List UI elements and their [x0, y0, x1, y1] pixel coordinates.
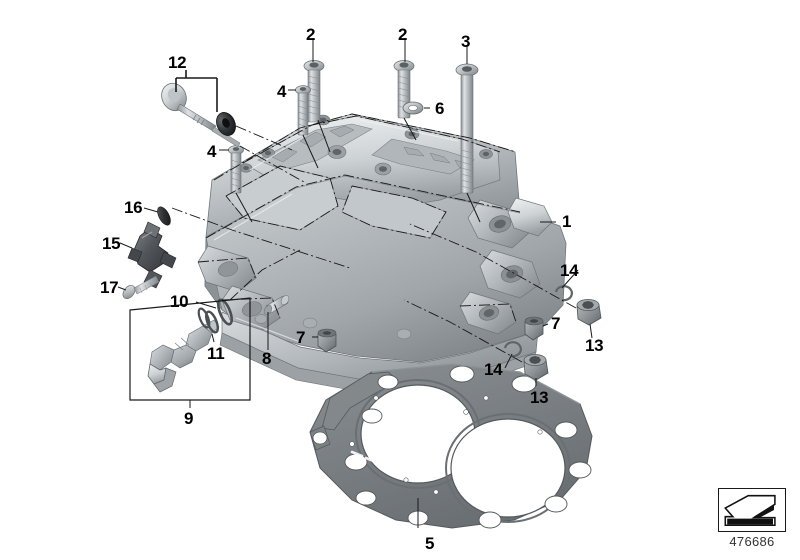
pulse-sensor-assembly	[122, 206, 177, 300]
callout-label-2a: 2	[306, 25, 316, 44]
callout-label-2b: 2	[398, 25, 408, 44]
leader-lines	[171, 113, 577, 363]
o-ring-11-second	[197, 307, 211, 329]
callout-label-9: 9	[184, 409, 194, 428]
screw-plug-13a	[576, 299, 602, 326]
o-ring-11	[205, 310, 219, 334]
callout-label-7b: 7	[551, 314, 561, 333]
callout-label-3: 3	[461, 32, 471, 51]
valve-assembly-group-box	[129, 297, 251, 401]
view-direction-arrow-icon	[724, 494, 776, 527]
cylinder-head-bolt-left	[303, 60, 325, 123]
callout-label-14a: 14	[560, 261, 579, 280]
callout-label-5: 5	[425, 534, 435, 553]
valve-and-seal-set	[161, 82, 241, 148]
sensor-fixing-bolt	[122, 275, 160, 300]
sealing-ring-14b	[503, 341, 522, 358]
sealing-ring-14a	[554, 285, 573, 302]
callout-label-11: 11	[207, 344, 225, 363]
callout-label-4a: 4	[277, 82, 287, 101]
callout-label-17: 17	[100, 278, 119, 297]
group9-valve-body	[147, 319, 220, 393]
dowel-pin	[263, 295, 290, 315]
hex-bolt-4b	[228, 145, 244, 194]
callout-label-15: 15	[102, 234, 121, 253]
o-ring-10	[216, 298, 234, 326]
callout-label-13a: 13	[585, 336, 604, 355]
callout-label-1: 1	[562, 212, 572, 231]
callout-label-6: 6	[435, 99, 445, 118]
callout-label-13b: 13	[530, 388, 549, 407]
blanking-plug-7a	[317, 328, 337, 353]
callout-label-12: 12	[168, 53, 187, 72]
callout-label-10: 10	[170, 292, 189, 311]
fastener-group-top	[228, 60, 479, 194]
cylinder-head-gasket	[309, 363, 593, 529]
callout-label-14b: 14	[484, 360, 503, 379]
valve-set-bracket	[175, 70, 218, 112]
callout-label-8: 8	[262, 349, 272, 368]
leader-lines-solid	[117, 38, 593, 528]
callout-label-4b: 4	[207, 142, 217, 161]
callout-label-16: 16	[124, 198, 143, 217]
valve-assembly-group	[147, 298, 234, 393]
callout-label-7a: 7	[296, 328, 306, 347]
blanking-plug-7b	[524, 316, 544, 341]
view-orientation-icon-box	[718, 488, 786, 532]
washer-item6	[402, 101, 424, 115]
reference-number: 476686	[729, 534, 775, 549]
